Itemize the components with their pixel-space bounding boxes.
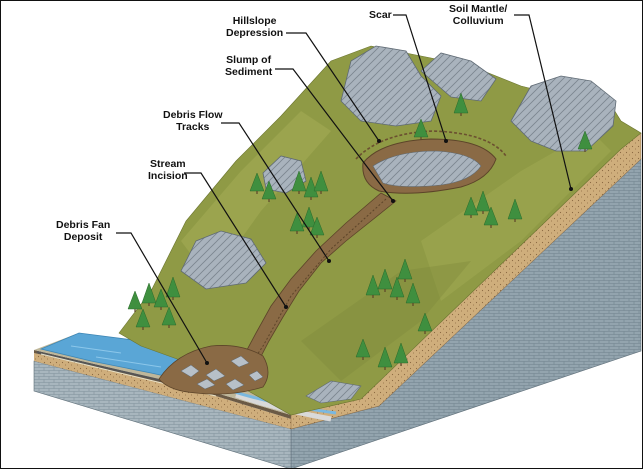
scar-depression [355, 130, 507, 194]
leader-debris-flow-tracks [221, 122, 330, 262]
leader-scar [393, 14, 447, 142]
leader-lines [116, 14, 572, 364]
rock-outcrops [180, 45, 617, 404]
label-stream-incision: Stream Incision [148, 158, 188, 182]
label-slump-of-sediment: Slump of Sediment [225, 54, 273, 78]
leader-hillslope-depression [286, 32, 380, 142]
trees [127, 92, 593, 368]
bedrock-front-face [33, 360, 292, 468]
label-soil-mantle: Soil Mantle/ Colluvium [449, 3, 508, 27]
debris-fan [158, 345, 269, 395]
leader-debris-fan [116, 232, 208, 364]
label-debris-fan-deposit: Debris Fan Deposit [56, 219, 111, 243]
label-scar: Scar [369, 9, 392, 21]
label-debris-flow-tracks: Debris Flow Tracks [163, 109, 223, 133]
soil-layer-front [34, 353, 291, 429]
leader-stream-incision [184, 172, 287, 308]
label-hillslope-depression: Hillslope Depression [226, 15, 284, 39]
leader-slump [275, 68, 394, 202]
leader-soil-mantle [514, 14, 572, 190]
